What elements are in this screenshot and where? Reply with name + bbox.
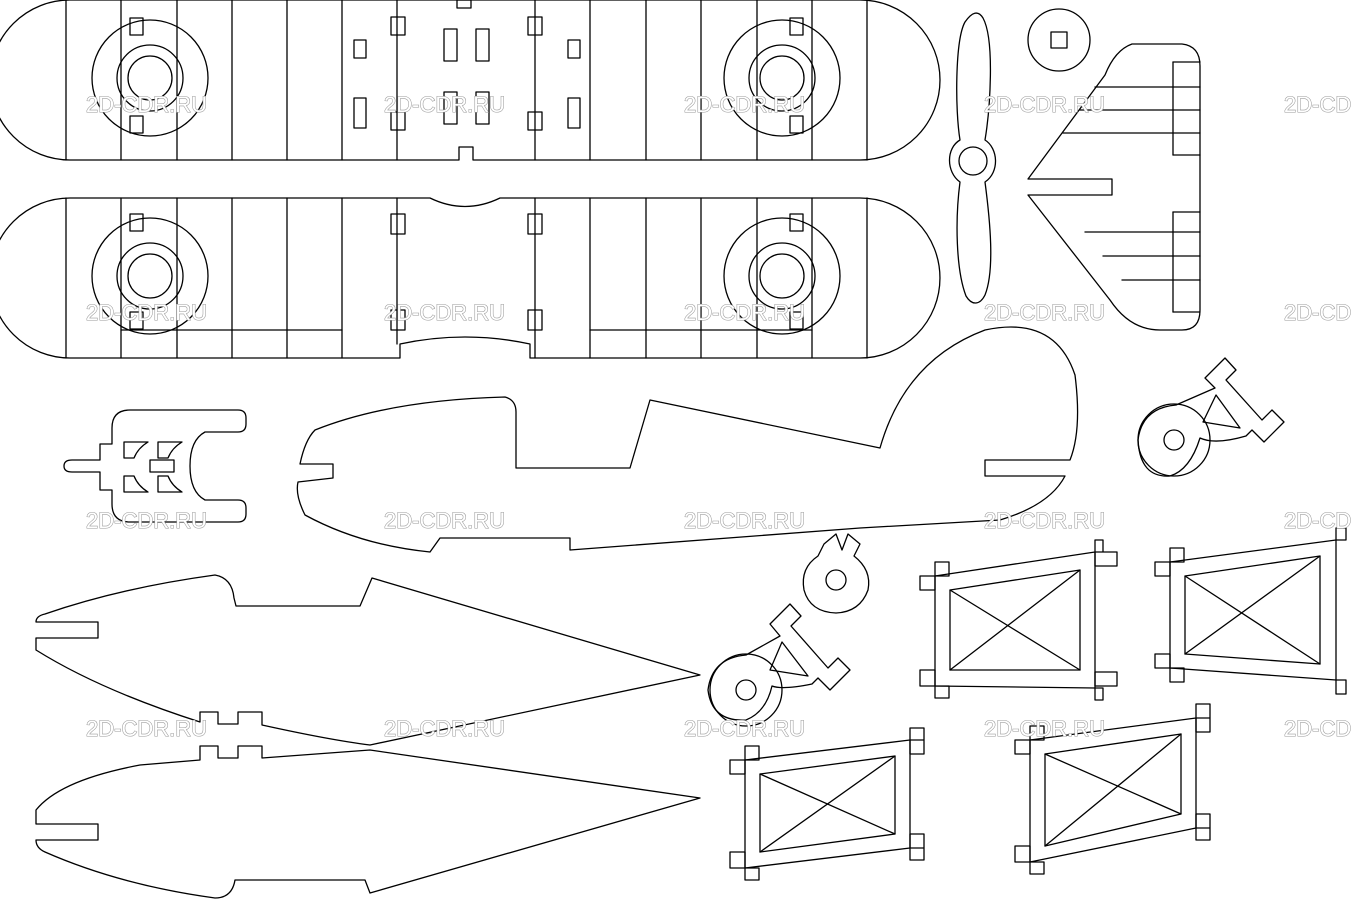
spinner-disc [1027, 8, 1091, 72]
watermark: 2D-CDR.RU [684, 716, 805, 741]
strut-frame-4 [1014, 703, 1211, 875]
strut-frame-1 [919, 539, 1118, 701]
watermark: 2D-CDR.RU [684, 300, 805, 325]
watermark: 2D-CDR.RU [384, 92, 505, 117]
fuselage-top-half [35, 574, 701, 746]
watermark-layer: 2D-CDR.RU 2D-CDR.RU 2D-CDR.RU 2D-CDR.RU … [85, 91, 1351, 741]
tail-plane [1027, 43, 1201, 331]
watermark: 2D-CDR.RU [384, 716, 505, 741]
watermark: 2D-CDR.RU [1284, 716, 1351, 741]
landing-gear-strut-2 [707, 603, 851, 727]
watermark: 2D-CDR.RU [684, 508, 805, 533]
watermark: 2D-CDR.RU [384, 300, 505, 325]
watermark: 2D-CDR.RU [984, 92, 1105, 117]
watermark: 2D-CDR.RU [1284, 508, 1351, 533]
engine-bracket [63, 409, 247, 523]
strut-frame-2 [1154, 527, 1347, 695]
fuselage-bottom-half [35, 745, 701, 899]
watermark: 2D-CDR.RU [86, 716, 207, 741]
lower-wing [0, 197, 941, 359]
landing-gear-strut-1 [1137, 357, 1285, 477]
fuselage-side [296, 326, 1079, 553]
watermark: 2D-CDR.RU [984, 716, 1105, 741]
watermark: 2D-CDR.RU [1284, 92, 1351, 117]
propeller [948, 12, 997, 304]
watermark: 2D-CDR.RU [984, 300, 1105, 325]
watermark: 2D-CDR.RU [86, 92, 207, 117]
tail-wheel-piece [802, 533, 870, 614]
watermark: 2D-CDR.RU [86, 300, 207, 325]
watermark: 2D-CDR.RU [86, 508, 207, 533]
watermark: 2D-CDR.RU [684, 92, 805, 117]
watermark: 2D-CDR.RU [384, 508, 505, 533]
watermark: 2D-CDR.RU [984, 508, 1105, 533]
watermark: 2D-CDR.RU [1284, 300, 1351, 325]
upper-wing [0, 0, 941, 161]
strut-frame-3 [729, 727, 925, 881]
